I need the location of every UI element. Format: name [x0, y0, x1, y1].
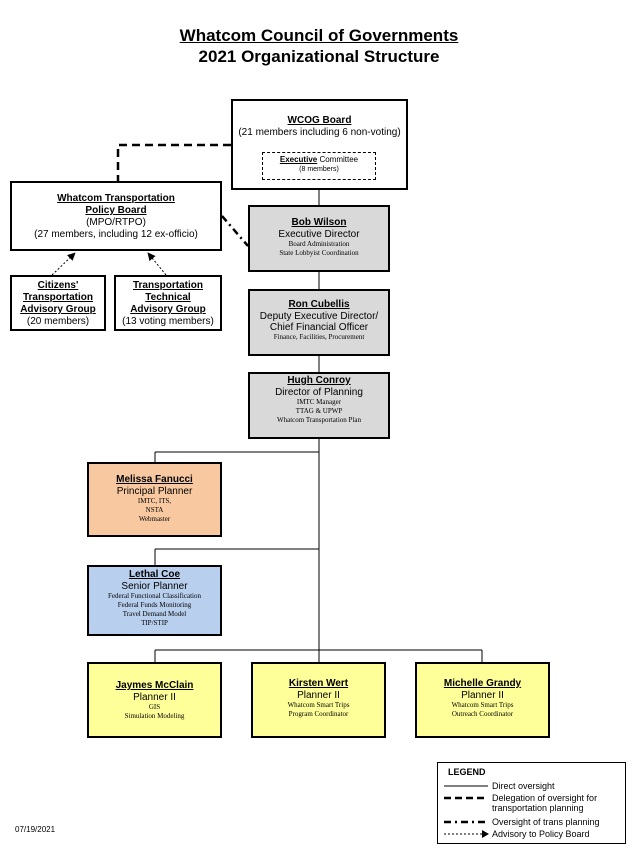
kirsten-wert-duty-2: Program Coordinator: [288, 710, 349, 718]
michelle-grandy-box: Michelle Grandy Planner II Whatcom Smart…: [415, 662, 550, 738]
melissa-fanucci-duty-1: IMTC, ITS,: [137, 497, 172, 505]
bob-wilson-duty-1: Board Administration: [288, 240, 350, 248]
melissa-fanucci-name: Melissa Fanucci: [116, 474, 193, 485]
policy-board-members: (27 members, including 12 ex-officio): [34, 229, 198, 240]
jaymes-mcclain-duty-1: GIS: [148, 703, 161, 711]
bob-wilson-box: Bob Wilson Executive Director Board Admi…: [248, 205, 390, 272]
policy-board-acronym: (MPO/RTPO): [86, 217, 146, 228]
executive-committee-suffix: Committee: [317, 155, 359, 164]
executive-committee-box: Executive Committee (8 members): [262, 152, 376, 180]
legend-dashdot-line: [444, 820, 488, 824]
tech-group-name-3: Advisory Group: [130, 304, 206, 315]
jaymes-mcclain-name: Jaymes McClain: [115, 680, 194, 691]
line-trans-oversight: [221, 215, 249, 247]
michelle-grandy-duty-1: Whatcom Smart Trips: [451, 701, 514, 709]
legend: LEGEND Direct oversight Delegation of ov…: [437, 762, 626, 844]
bob-wilson-role: Executive Director: [278, 229, 360, 240]
technical-advisory-group-box: Transportation Technical Advisory Group …: [114, 275, 222, 331]
wcog-board-name: WCOG Board: [287, 115, 352, 126]
lethal-coe-role: Senior Planner: [121, 581, 188, 592]
lethal-coe-name: Lethal Coe: [128, 569, 181, 580]
chart-subtitle: 2021 Organizational Structure: [198, 47, 440, 66]
melissa-fanucci-duty-2: NSTA: [145, 506, 164, 514]
hugh-conroy-box: Hugh Conroy Director of Planning IMTC Ma…: [248, 372, 390, 439]
lethal-coe-duty-4: TIP/STIP: [141, 619, 168, 627]
ron-cubellis-role-1: Deputy Executive Director/: [259, 311, 379, 322]
jaymes-mcclain-duty-2: Simulation Modeling: [124, 712, 185, 720]
legend-title: LEGEND: [448, 767, 486, 777]
michelle-grandy-name: Michelle Grandy: [443, 678, 522, 689]
legend-solid-line: [444, 785, 488, 787]
kirsten-wert-name: Kirsten Wert: [288, 678, 349, 689]
kirsten-wert-role: Planner II: [297, 690, 340, 701]
legend-dotted-arrow: [444, 830, 489, 838]
citizens-group-name-1: Citizens': [37, 280, 79, 291]
executive-committee-name: Executive: [279, 155, 318, 164]
kirsten-wert-box: Kirsten Wert Planner II Whatcom Smart Tr…: [251, 662, 386, 738]
chart-title: Whatcom Council of Governments: [179, 26, 459, 45]
legend-dashed-line: [444, 796, 488, 800]
jaymes-mcclain-role: Planner II: [133, 692, 176, 703]
legend-label-advisory: Advisory to Policy Board: [492, 829, 590, 839]
tech-group-members: (13 voting members): [122, 316, 214, 327]
legend-item-delegation: Delegation of oversight for transportati…: [442, 793, 626, 815]
bob-wilson-name: Bob Wilson: [291, 217, 347, 228]
citizens-advisory-group-box: Citizens' Transportation Advisory Group …: [10, 275, 106, 331]
executive-committee-members: (8 members): [299, 166, 339, 173]
lethal-coe-box: Lethal Coe Senior Planner Federal Functi…: [87, 565, 222, 636]
lethal-coe-duty-2: Federal Funds Monitoring: [117, 601, 192, 609]
legend-item-direct: Direct oversight: [442, 781, 626, 793]
tech-group-name-1: Transportation: [132, 280, 203, 291]
wcog-board-members: (21 members including 6 non-voting): [238, 127, 401, 138]
bob-wilson-duty-2: State Lobbyist Coordination: [279, 249, 359, 257]
legend-item-trans: Oversight of trans planning: [442, 817, 626, 829]
citizens-group-name-2: Transportation: [22, 292, 93, 303]
line-tech-advisory: [147, 252, 167, 276]
ron-cubellis-name: Ron Cubellis: [288, 299, 350, 310]
hugh-conroy-duty-2: TTAG & UPWP: [295, 407, 343, 415]
hugh-conroy-duty-3: Whatcom Transportation Plan: [277, 416, 361, 424]
citizens-group-name-3: Advisory Group: [20, 304, 96, 315]
tech-group-name-2: Technical: [145, 292, 191, 303]
melissa-fanucci-role: Principal Planner: [116, 486, 193, 497]
michelle-grandy-role: Planner II: [461, 690, 504, 701]
michelle-grandy-duty-2: Outreach Coordinator: [451, 710, 514, 718]
line-delegation: [116, 143, 231, 181]
ron-cubellis-duty: Finance, Facilities, Procurement: [273, 333, 365, 341]
policy-board-box: Whatcom Transportation Policy Board (MPO…: [10, 181, 222, 251]
line-citizens-advisory: [51, 252, 76, 276]
legend-label-direct: Direct oversight: [492, 781, 555, 791]
lethal-coe-duty-1: Federal Functional Classification: [108, 592, 201, 600]
legend-label-delegation: Delegation of oversight for transportati…: [492, 793, 598, 813]
melissa-fanucci-box: Melissa Fanucci Principal Planner IMTC, …: [87, 462, 222, 537]
jaymes-mcclain-box: Jaymes McClain Planner II GIS Simulation…: [87, 662, 222, 738]
hugh-conroy-role: Director of Planning: [275, 387, 363, 398]
hugh-conroy-name: Hugh Conroy: [287, 375, 351, 386]
melissa-fanucci-duty-3: Webmaster: [138, 515, 171, 523]
revision-date: 07/19/2021: [15, 825, 56, 834]
lethal-coe-duty-3: Travel Demand Model: [122, 610, 187, 618]
ron-cubellis-box: Ron Cubellis Deputy Executive Director/ …: [248, 289, 390, 356]
legend-item-advisory: Advisory to Policy Board: [442, 829, 626, 841]
ron-cubellis-role-2: Chief Financial Officer: [269, 322, 369, 333]
policy-board-name: Whatcom Transportation Policy Board: [57, 193, 175, 216]
citizens-group-members: (20 members): [26, 316, 90, 327]
legend-label-trans: Oversight of trans planning: [492, 817, 600, 827]
kirsten-wert-duty-1: Whatcom Smart Trips: [287, 701, 350, 709]
hugh-conroy-duty-1: IMTC Manager: [296, 398, 342, 406]
